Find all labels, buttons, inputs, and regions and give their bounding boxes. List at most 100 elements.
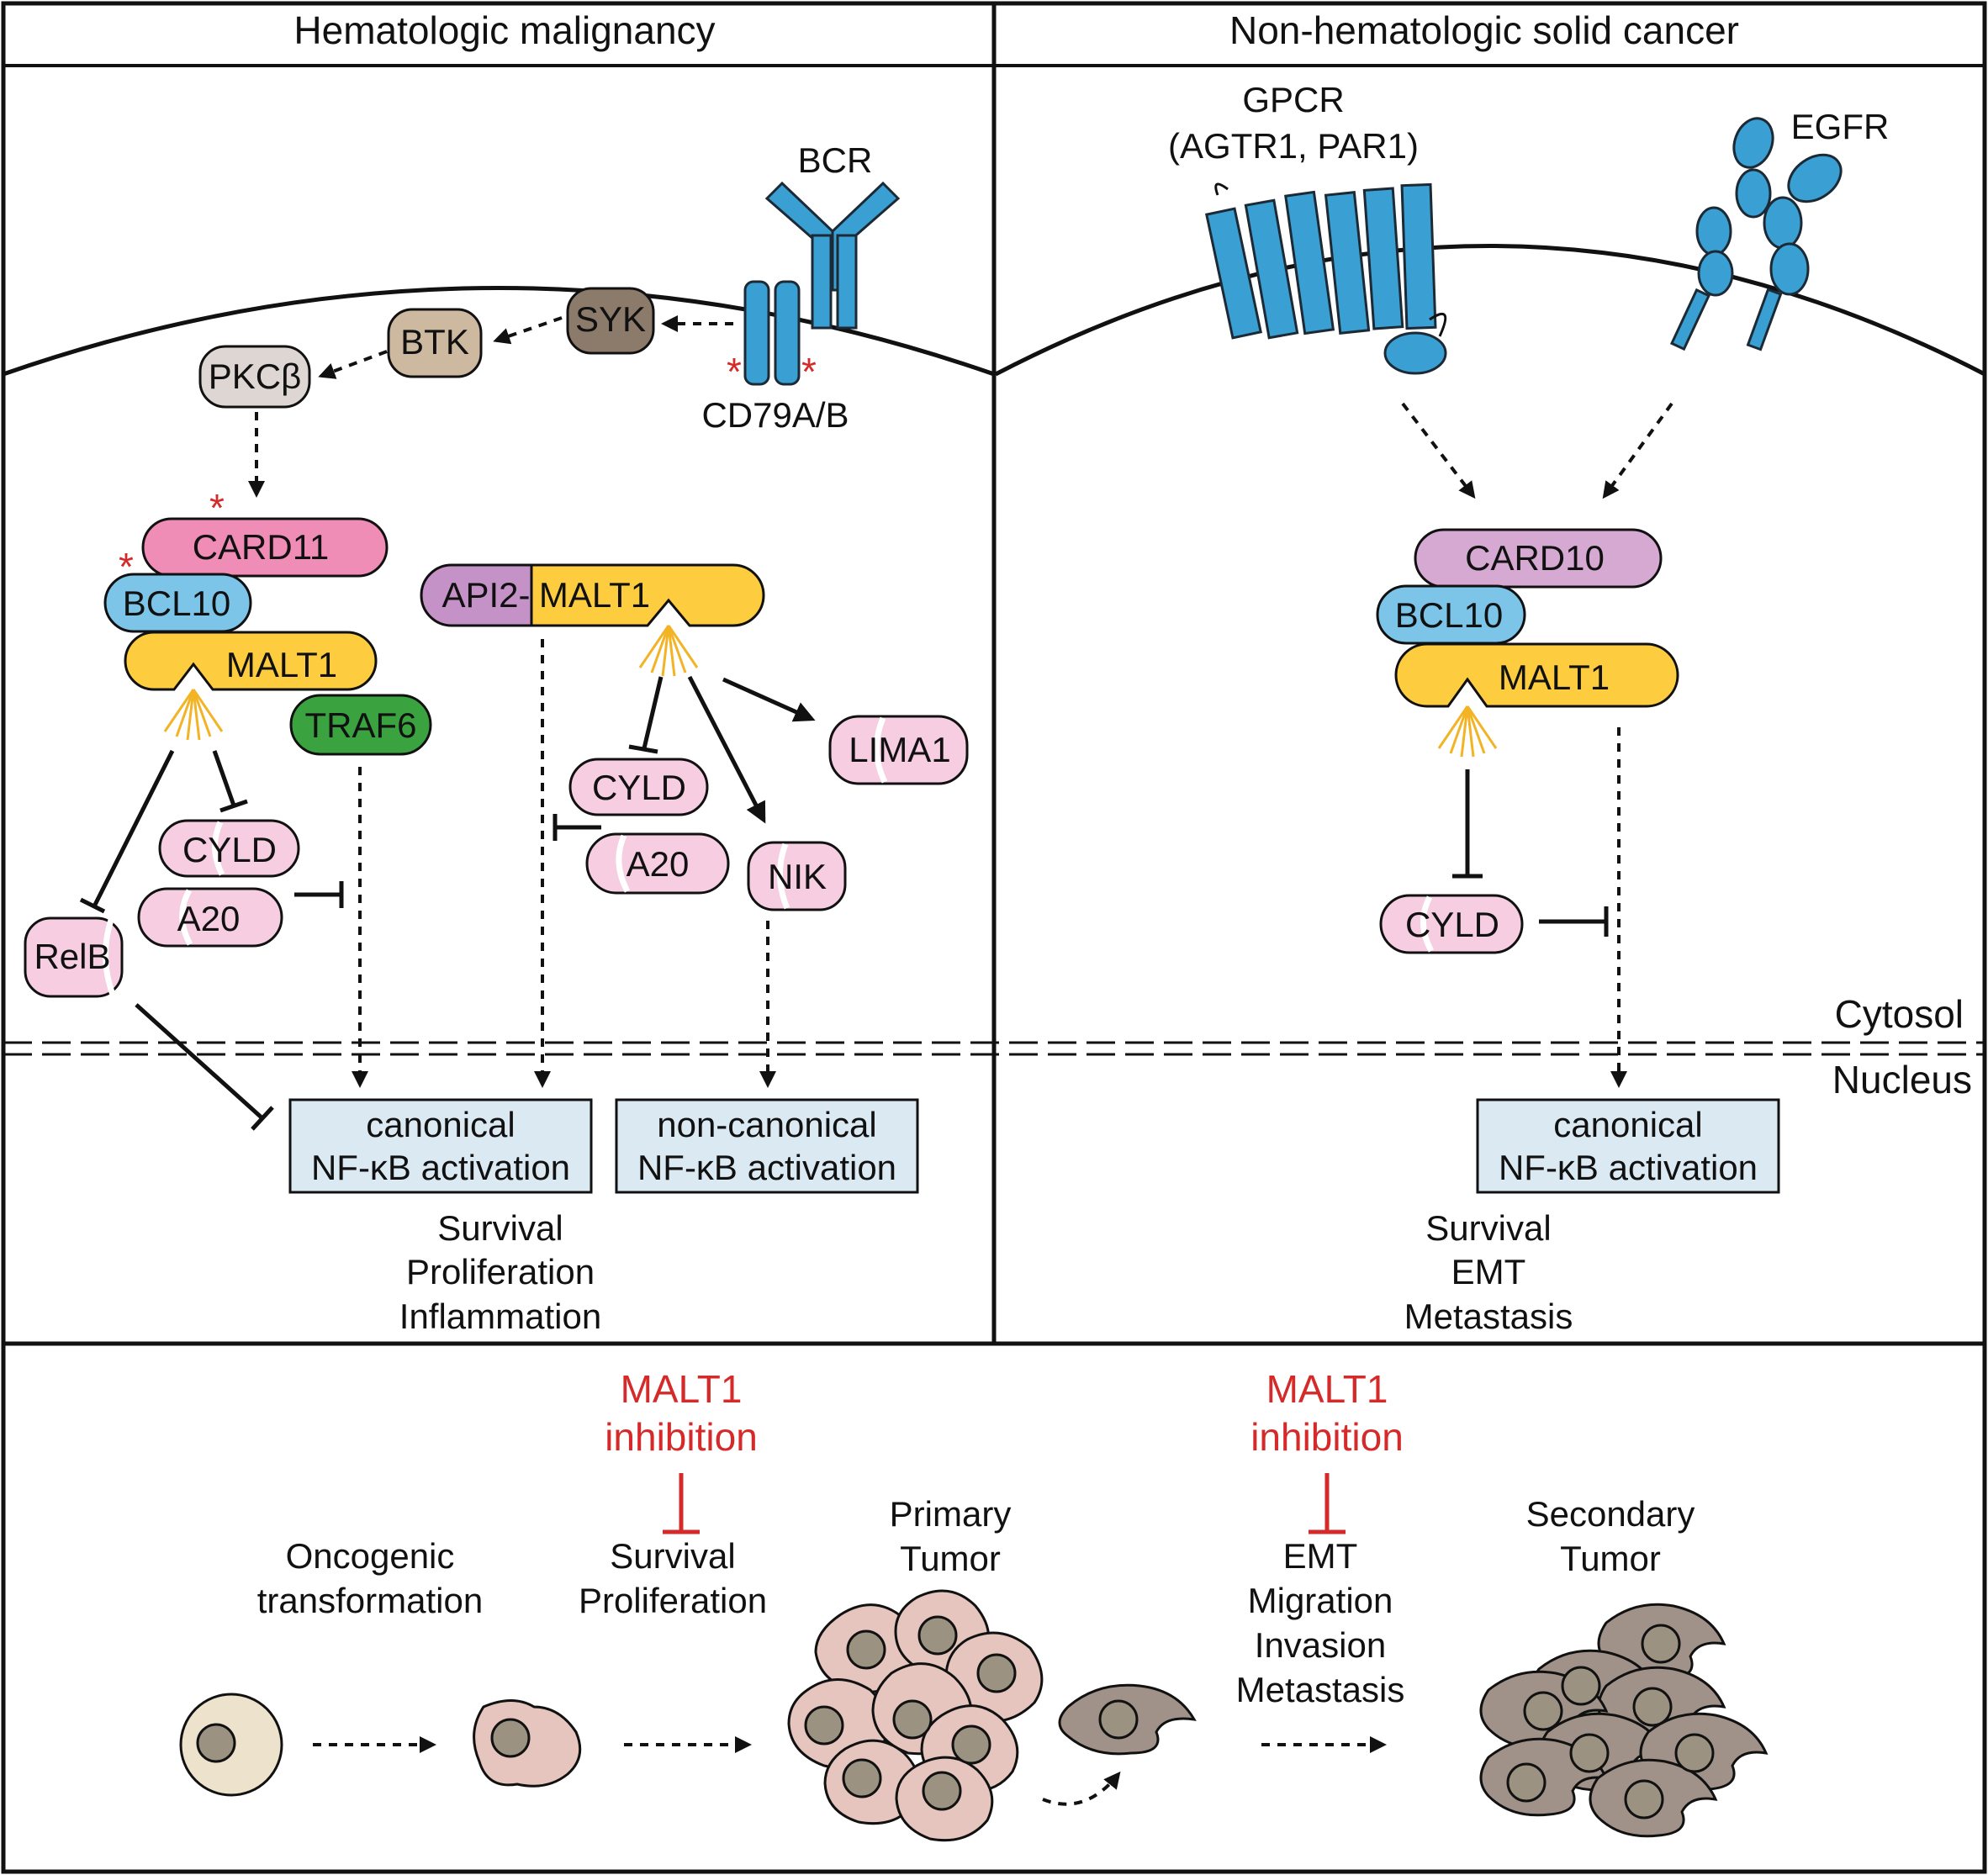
effect-b-2: Migration bbox=[1248, 1581, 1393, 1620]
cyld-label-mid: CYLD bbox=[592, 768, 686, 807]
syk-node bbox=[566, 287, 655, 355]
canonical-nfkb-box-left bbox=[288, 1098, 593, 1194]
transformation-label: transformation bbox=[257, 1581, 483, 1620]
right-outcome-2: EMT bbox=[1451, 1252, 1526, 1291]
cyld-node-mid bbox=[568, 758, 709, 816]
noncanonical-label: non-canonical bbox=[657, 1105, 877, 1144]
lima1-label: LIMA1 bbox=[849, 730, 950, 769]
oncogenic-label: Oncogenic bbox=[286, 1536, 455, 1576]
primary-label: Primary bbox=[890, 1494, 1012, 1534]
right-cell-membrane bbox=[994, 244, 1986, 377]
cyld-label-left: CYLD bbox=[182, 830, 277, 869]
inhibit-api2malt1-cyld bbox=[642, 676, 664, 749]
card11-label: CARD11 bbox=[193, 527, 330, 567]
effect-b-1: EMT bbox=[1283, 1536, 1358, 1576]
traf6-node bbox=[289, 694, 432, 756]
left-panel-title: Hematologic malignancy bbox=[293, 8, 715, 52]
a20-label-mid: A20 bbox=[627, 844, 690, 884]
primary-tumor-nuclei bbox=[804, 1615, 1017, 1811]
gpcr-receptor bbox=[1204, 182, 1447, 375]
nucleus-label: Nucleus bbox=[1832, 1058, 1972, 1101]
nfkb-label-left: NF-κB activation bbox=[311, 1148, 570, 1187]
inhibit-relb-canonical bbox=[135, 1003, 264, 1120]
left-outcome-1: Survival bbox=[437, 1208, 563, 1248]
malt1-protease-burst-right bbox=[1437, 705, 1498, 758]
inhibition-b-subtitle: inhibition bbox=[1250, 1415, 1404, 1459]
a20-node-left bbox=[137, 887, 283, 948]
egfr-label: EGFR bbox=[1791, 107, 1890, 146]
canonical-nfkb-box-right bbox=[1476, 1098, 1780, 1194]
transformed-cell bbox=[473, 1699, 582, 1788]
bcr-label: BCR bbox=[798, 140, 873, 180]
cd79-asterisk-1: * bbox=[727, 350, 742, 393]
primary-tumor-label: Tumor bbox=[900, 1539, 1001, 1578]
cd79-label: CD79A/B bbox=[701, 395, 849, 435]
egfr-receptor bbox=[1669, 117, 1843, 351]
card11-node bbox=[141, 517, 389, 578]
inhibition-a-title: MALT1 bbox=[621, 1367, 743, 1411]
bcl10-label: BCL10 bbox=[123, 584, 230, 623]
lima1-node bbox=[828, 715, 969, 785]
api2-segment bbox=[420, 563, 533, 627]
relb-node bbox=[24, 916, 124, 998]
effect-a-1: Survival bbox=[610, 1536, 735, 1576]
malt1-label-right: MALT1 bbox=[1499, 658, 1610, 697]
left-outcome-3: Inflammation bbox=[399, 1297, 601, 1336]
nik-label: NIK bbox=[768, 857, 827, 896]
gpcr-subtitle: (AGTR1, PAR1) bbox=[1168, 126, 1419, 166]
right-outcome-1: Survival bbox=[1425, 1208, 1551, 1248]
a20-label-left: A20 bbox=[177, 899, 241, 938]
effect-a-2: Proliferation bbox=[579, 1581, 767, 1620]
bcl10-label-right: BCL10 bbox=[1395, 595, 1503, 635]
canonical-label-right: canonical bbox=[1553, 1105, 1702, 1144]
api2-label: API2- bbox=[441, 575, 530, 615]
nuclear-membrane bbox=[3, 1041, 1985, 1056]
noncanonical-nfkb-label: NF-κB activation bbox=[637, 1148, 896, 1187]
pkc-label: PKCβ bbox=[209, 357, 302, 396]
nfkb-label-right: NF-κB activation bbox=[1499, 1148, 1758, 1187]
api2-malt1-label: MALT1 bbox=[539, 575, 650, 615]
arrow-egfr-cbm bbox=[1602, 402, 1673, 499]
inhibition-a-subtitle: inhibition bbox=[605, 1415, 758, 1459]
effect-b-4: Metastasis bbox=[1236, 1670, 1405, 1709]
migrating-cell bbox=[1058, 1683, 1197, 1756]
arrow-gpcr-cbm bbox=[1401, 402, 1476, 499]
right-panel-title: Non-hematologic solid cancer bbox=[1229, 8, 1739, 52]
secondary-tumor-label: Tumor bbox=[1560, 1539, 1661, 1578]
inhibit-malt1-relb bbox=[92, 749, 175, 908]
cyld-label-right: CYLD bbox=[1405, 905, 1499, 944]
secondary-tumor-nuclei bbox=[1506, 1624, 1715, 1820]
card10-node bbox=[1414, 528, 1663, 589]
card10-label: CARD10 bbox=[1465, 538, 1605, 578]
left-cell-membrane bbox=[3, 286, 995, 377]
arrow-escape bbox=[1042, 1771, 1121, 1806]
nik-node bbox=[747, 841, 847, 911]
api2-malt1-segment bbox=[530, 563, 765, 627]
arrow-api2malt1-nik bbox=[687, 675, 766, 824]
arrow-api2malt1-lima1 bbox=[722, 677, 816, 722]
malt1-node-right bbox=[1394, 642, 1679, 708]
gpcr-label: GPCR bbox=[1242, 80, 1344, 119]
secondary-label: Secondary bbox=[1526, 1494, 1695, 1534]
canonical-label-left: canonical bbox=[366, 1105, 515, 1144]
inhibit-malt1-cyld bbox=[212, 750, 236, 806]
right-outcome-3: Metastasis bbox=[1404, 1297, 1573, 1336]
cyld-node-left bbox=[158, 819, 300, 878]
arrow-btk-pkc bbox=[318, 350, 388, 379]
malt1-node bbox=[124, 631, 378, 691]
pkc-node bbox=[198, 345, 311, 409]
cyld-node-right bbox=[1379, 894, 1524, 954]
relb-label: RelB bbox=[34, 937, 110, 976]
malt1-label: MALT1 bbox=[226, 645, 337, 684]
btk-node bbox=[387, 308, 483, 378]
cd79-asterisk-2: * bbox=[801, 350, 817, 393]
bcr-receptor bbox=[743, 181, 901, 386]
arrow-syk-btk bbox=[493, 316, 563, 345]
syk-label: SYK bbox=[575, 299, 646, 339]
btk-label: BTK bbox=[400, 322, 469, 362]
traf6-label: TRAF6 bbox=[304, 705, 416, 745]
effect-b-3: Invasion bbox=[1255, 1625, 1386, 1665]
left-outcome-2: Proliferation bbox=[406, 1252, 595, 1291]
cytosol-label: Cytosol bbox=[1835, 992, 1964, 1036]
